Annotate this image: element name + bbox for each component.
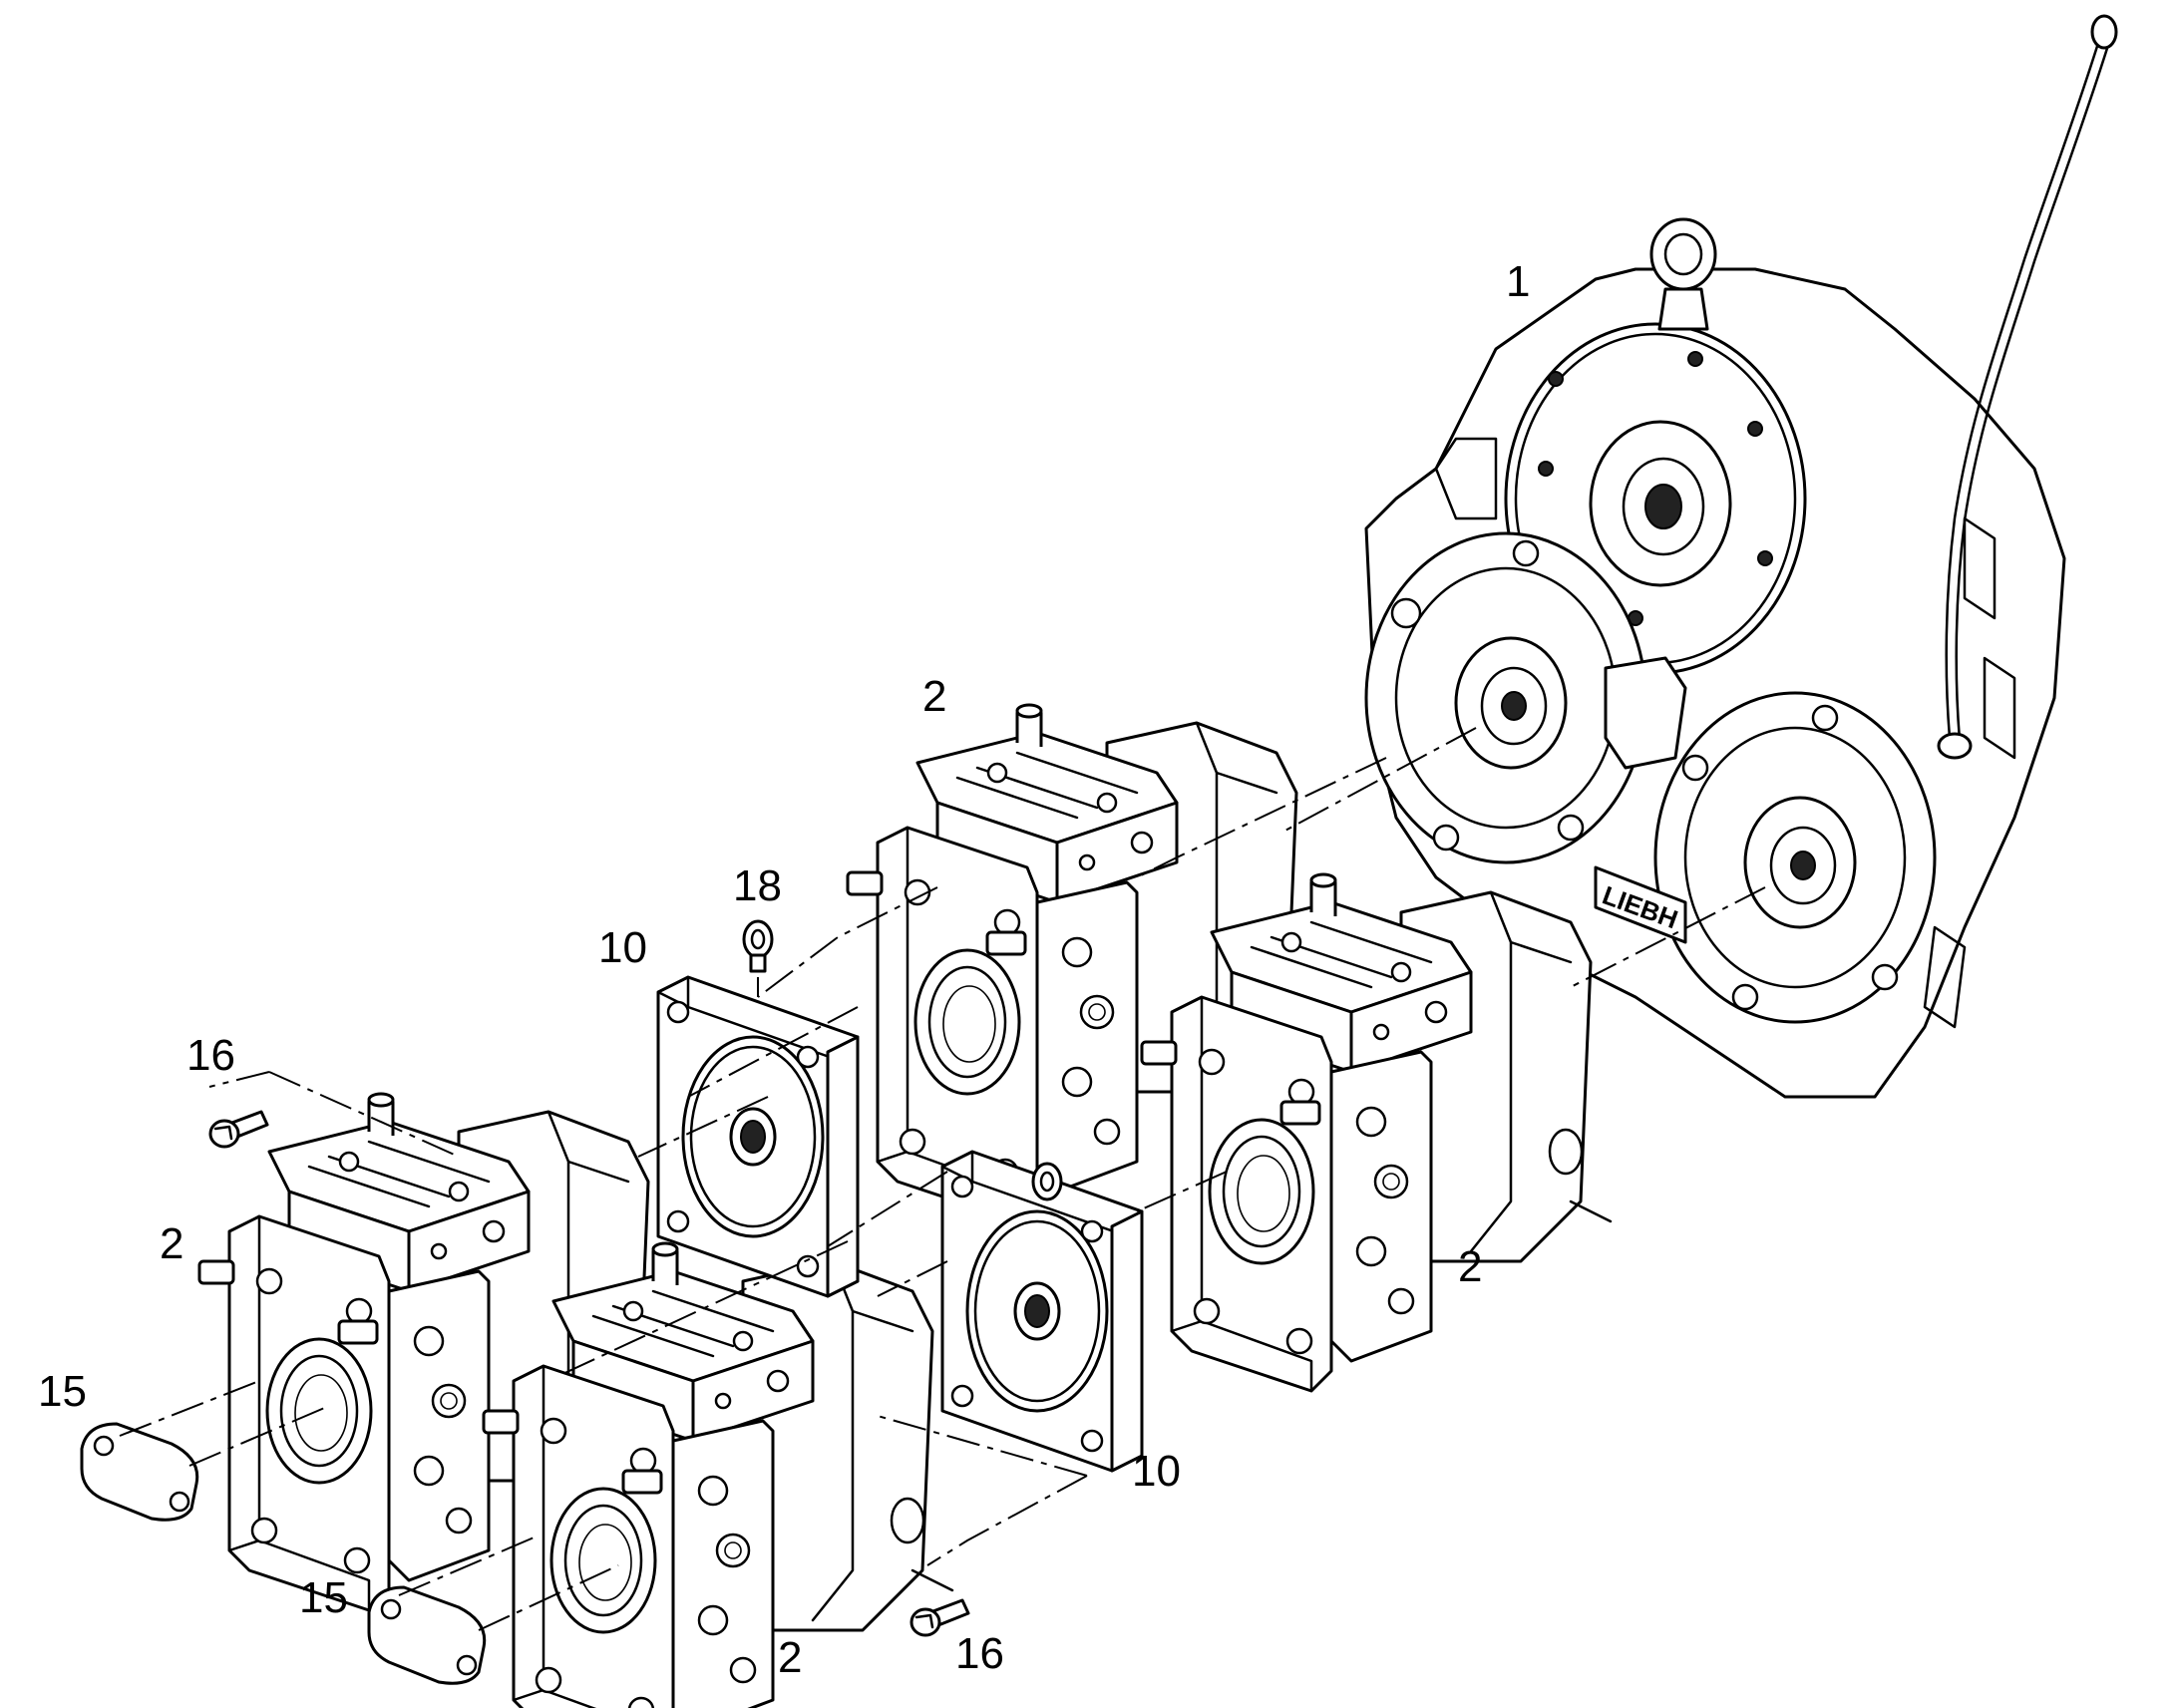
eye-bolt	[742, 919, 774, 973]
callout-2-left: 2	[160, 1219, 183, 1268]
cap-screw-upper	[208, 1110, 269, 1149]
gearbox-assembly: LIEBH	[1364, 217, 2066, 1099]
callout-2-right: 2	[1458, 1242, 1482, 1291]
assembly-lines	[119, 727, 1766, 1631]
lifting-eye	[1649, 217, 1717, 331]
cover-plate-left	[80, 1422, 199, 1522]
adapter-plate-upper	[656, 975, 860, 1298]
callout-1: 1	[1506, 257, 1530, 306]
callout-16-lower: 16	[955, 1629, 1004, 1678]
callout-10-lower: 10	[1132, 1447, 1181, 1496]
callout-16-upper: 16	[186, 1031, 235, 1080]
callout-labels: 1 2 18 10 16 2 2 15 10 15 2 16	[38, 257, 1530, 1682]
callout-15-bottom: 15	[299, 1573, 348, 1622]
dipstick-cable	[1937, 14, 2118, 760]
callout-2-top: 2	[922, 672, 946, 721]
callout-10-upper: 10	[598, 923, 647, 972]
cover-plate-bottom	[367, 1585, 487, 1685]
callout-2-bottom: 2	[778, 1633, 802, 1682]
callout-18: 18	[733, 861, 782, 910]
eye-bolt-adapter	[1031, 1162, 1063, 1201]
callout-15-left: 15	[38, 1367, 87, 1416]
